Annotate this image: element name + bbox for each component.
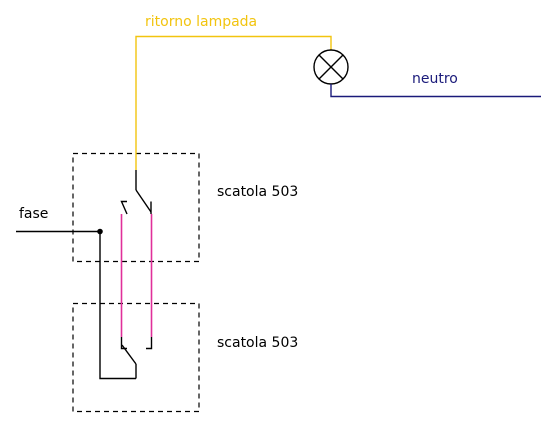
deviator-switch-icon	[120, 170, 152, 215]
lamp-return-label: ritorno lampada	[145, 14, 257, 30]
junction-box-bottom	[72, 302, 200, 413]
junction-dot	[97, 228, 103, 235]
phase-label: fase	[19, 206, 48, 222]
box-bottom-label: scatola 503	[217, 335, 298, 351]
neutral-label: neutro	[412, 71, 458, 87]
neutral-wire	[330, 84, 541, 98]
phase-drop-wire	[99, 231, 136, 380]
box-top-label: scatola 503	[217, 184, 298, 200]
deviator-switch-icon	[120, 337, 153, 379]
lamp-return-wire	[135, 35, 332, 170]
lamp-icon	[313, 49, 349, 85]
